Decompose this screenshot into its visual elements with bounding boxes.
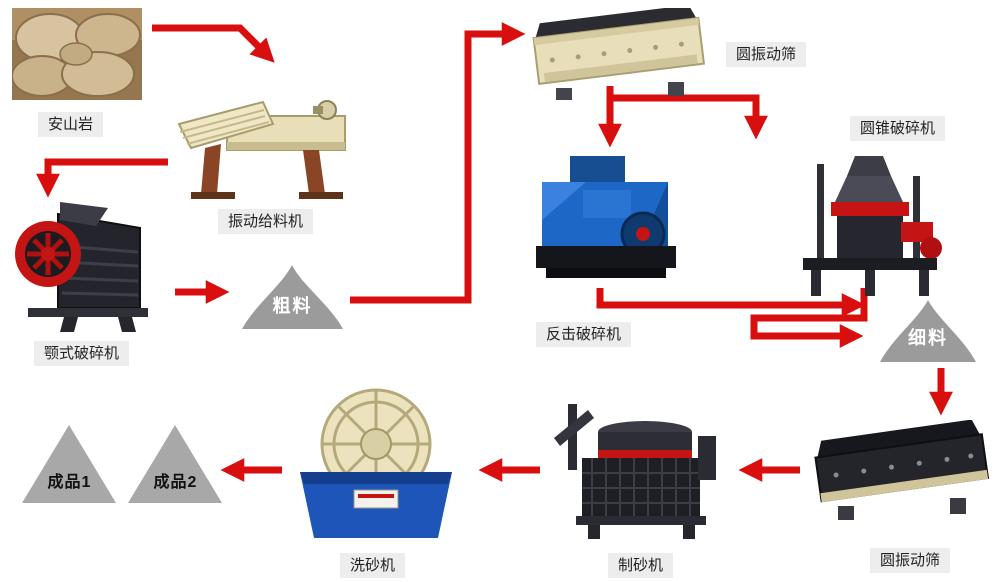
product2-pile — [128, 425, 223, 503]
cone-crusher-image — [795, 140, 945, 298]
product2-label: 成品2 — [153, 474, 198, 491]
impact-crusher-label: 反击破碎机 — [536, 322, 632, 347]
sand-washer-image — [288, 388, 463, 543]
screen-bottom-label: 圆振动筛 — [870, 548, 951, 573]
fine-material-pile — [878, 298, 978, 364]
jaw-crusher-image — [8, 196, 168, 336]
cone-crusher-label: 圆锥破碎机 — [850, 116, 946, 141]
source-label: 安山岩 — [38, 112, 104, 137]
vibrating-screen-bottom-image — [808, 420, 993, 525]
sand-washer-label: 洗砂机 — [340, 553, 406, 578]
vibrating-screen-top-image — [528, 8, 708, 104]
andesite-rocks-image — [12, 8, 142, 100]
product1-label: 成品1 — [47, 474, 92, 491]
vibrating-feeder-image — [175, 82, 360, 207]
sand-maker-label: 制砂机 — [608, 553, 674, 578]
coarse-material-label: 粗料 — [272, 296, 313, 316]
sand-maker-image — [548, 398, 723, 543]
product1-pile — [22, 425, 117, 503]
fine-material-label: 细料 — [908, 328, 948, 348]
coarse-material-pile — [240, 263, 345, 331]
screen-top-label: 圆振动筛 — [726, 42, 807, 67]
impact-crusher-image — [528, 148, 683, 298]
feeder-label: 振动给料机 — [218, 209, 314, 234]
jaw-crusher-label: 颚式破碎机 — [34, 341, 130, 366]
